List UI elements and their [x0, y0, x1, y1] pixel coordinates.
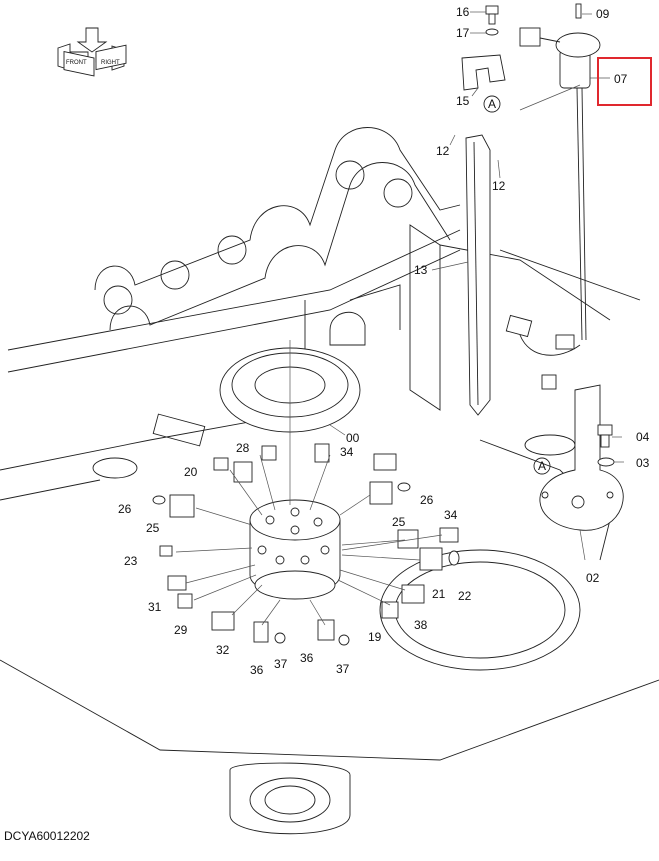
callout-03: 03 [636, 456, 650, 470]
callout-19: 19 [368, 630, 382, 644]
sensor-bracket-02 [539, 384, 624, 531]
callout-26-right: 26 [420, 493, 434, 507]
bolt-04 [597, 424, 613, 448]
callout-07: 07 [614, 72, 628, 86]
callout-12-left: 12 [436, 144, 450, 158]
callout-17: 17 [456, 26, 470, 40]
callout-34-right: 34 [444, 508, 458, 522]
reference-marker-a-right: A [533, 457, 551, 475]
callout-15: 15 [456, 94, 470, 108]
callout-25-left: 25 [146, 521, 160, 535]
compass-right-label: RIGHT [101, 60, 120, 66]
harness-connector [505, 314, 581, 356]
callout-37-right: 37 [336, 662, 350, 676]
callout-23: 23 [124, 554, 138, 568]
orientation-compass-icon: FRONT RIGHT [57, 27, 127, 77]
reference-marker-a-top: A [483, 95, 501, 113]
leader-lines [175, 11, 624, 626]
callout-37-left: 37 [274, 657, 288, 671]
swivel-joint-body [249, 499, 341, 600]
bolt-16 [485, 5, 499, 25]
bracket-15 [461, 54, 506, 91]
highlight-box-07 [597, 57, 652, 106]
callout-00: 00 [346, 431, 360, 445]
callout-36-right: 36 [300, 651, 314, 665]
callout-21: 21 [432, 587, 446, 601]
fitting-group [152, 374, 557, 646]
callout-09: 09 [596, 7, 610, 21]
washer-17 [485, 28, 499, 36]
reference-marker-a-top-label: A [488, 97, 496, 111]
callout-labels: 16 17 15 09 07 12 12 13 00 28 34 20 26 2… [118, 5, 650, 677]
connector-plug [519, 27, 561, 47]
callout-25-right: 25 [392, 515, 406, 529]
callout-31: 31 [148, 600, 162, 614]
washer-03 [597, 457, 615, 467]
compass-front-label: FRONT [66, 60, 87, 66]
callout-26-left: 26 [118, 502, 132, 516]
callout-22: 22 [458, 589, 472, 603]
document-code: DCYA60012202 [4, 829, 90, 843]
callout-34-top: 34 [340, 445, 354, 459]
callout-02: 02 [586, 571, 600, 585]
harness-cover-13 [465, 134, 491, 416]
callout-20: 20 [184, 465, 198, 479]
reference-marker-a-right-label: A [538, 459, 546, 473]
rotation-sensor-07 [555, 32, 601, 341]
callout-13: 13 [414, 263, 428, 277]
screw-09 [575, 3, 582, 19]
callout-04: 04 [636, 430, 650, 444]
callout-36-left: 36 [250, 663, 264, 677]
callout-38: 38 [414, 618, 428, 632]
callout-28: 28 [236, 441, 250, 455]
callout-12-right: 12 [492, 179, 506, 193]
callout-32: 32 [216, 643, 230, 657]
callout-29: 29 [174, 623, 188, 637]
callout-16: 16 [456, 5, 470, 19]
